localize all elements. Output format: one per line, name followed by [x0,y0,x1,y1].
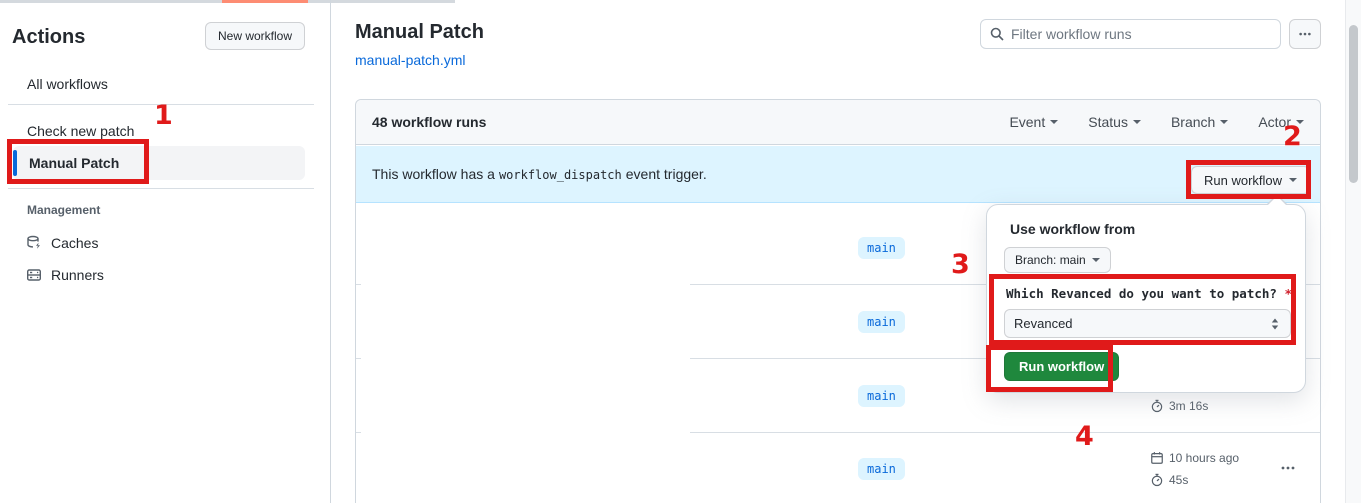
sidebar-item-all-workflows[interactable]: All workflows [27,76,108,92]
banner-text-before: This workflow has a [372,166,495,182]
sidebar-divider [8,188,314,189]
workflow-run-row: main [356,203,1320,284]
more-options-button[interactable] [1289,19,1321,49]
filter-actor[interactable]: Actor [1258,114,1304,130]
branch-badge[interactable]: main [858,385,905,407]
workflow-input-label: Which Revanced do you want to patch? * [1006,286,1292,301]
sidebar-item-caches[interactable]: Caches [26,235,98,251]
filter-status[interactable]: Status [1088,114,1141,130]
revanced-select-value: Revanced [1014,316,1073,331]
up-down-arrows-icon [1269,317,1281,331]
sidebar-divider [8,104,314,105]
selected-item-accent-bar [13,150,17,176]
branch-badge[interactable]: main [858,458,905,480]
run-workflow-popup: Use workflow from Branch: main Which Rev… [986,194,1306,393]
chevron-down-icon [1132,120,1141,128]
sidebar-item-check-new-patch[interactable]: Check new patch [27,123,135,139]
management-section-label: Management [27,203,101,217]
workflow-input-label-text: Which Revanced do you want to patch? [1006,286,1277,301]
run-workflow-dropdown-button[interactable]: Run workflow [1191,166,1311,194]
branch-badge[interactable]: main [858,311,905,333]
row-kebab-button[interactable] [1280,460,1296,476]
revanced-select[interactable]: Revanced [1004,309,1291,338]
scrollbar-thumb[interactable] [1349,25,1358,183]
run-duration: 3m 16s [1150,399,1208,413]
new-workflow-button[interactable]: New workflow [205,22,306,50]
chevron-down-icon [1091,258,1100,266]
sidebar-title: Actions [12,26,86,48]
branch-select-label: Branch: main [1015,253,1086,267]
filter-event-label: Event [1009,114,1046,130]
run-workflow-dropdown-label: Run workflow [1204,172,1283,188]
filter-runs-searchbox[interactable] [980,19,1281,49]
cache-icon [26,235,42,251]
row-divider-stub [356,284,361,285]
banner-code: workflow_dispatch [498,168,622,182]
sidebar-item-runners-label: Runners [51,267,104,283]
more-options-icon [1298,27,1312,41]
branch-select-button[interactable]: Branch: main [1004,247,1111,273]
row-divider-stub [356,358,361,359]
stopwatch-icon [1150,473,1164,487]
scrollbar-track[interactable] [1345,0,1361,503]
stopwatch-icon [1150,399,1164,413]
sidebar-border [330,0,331,503]
sidebar-item-caches-label: Caches [51,235,99,251]
run-duration: 45s [1150,473,1188,487]
filter-branch-label: Branch [1170,114,1216,130]
workflow-file-link[interactable]: manual-patch.yml [355,52,466,68]
kebab-icon [1280,460,1296,476]
sidebar-item-runners[interactable]: Runners [26,267,104,283]
chevron-down-icon [1289,178,1298,186]
run-time-label: 10 hours ago [1169,451,1240,465]
run-time: 10 hours ago [1150,451,1239,465]
chevron-down-icon [1296,120,1304,128]
filter-event[interactable]: Event [1009,114,1059,130]
page-title: Manual Patch [355,21,484,43]
tab-indicator [222,0,308,3]
filter-status-label: Status [1088,114,1128,130]
branch-badge[interactable]: main [858,237,905,259]
filter-branch[interactable]: Branch [1170,114,1229,130]
row-divider [690,432,1320,433]
workflow-runs-panel [355,99,1321,503]
calendar-icon [1150,451,1164,465]
run-duration-label: 3m 16s [1169,399,1209,413]
required-asterisk: * [1284,286,1292,301]
row-divider-stub [356,432,361,433]
runs-count: 48 workflow runs [372,114,487,130]
workflow-run-row: main 10 hours ago 45s [356,432,1320,503]
search-icon [989,26,1005,42]
chevron-down-icon [1220,120,1229,128]
server-icon [26,267,42,283]
filter-actor-label: Actor [1258,114,1291,130]
banner-text-after: event trigger. [625,166,707,182]
runs-panel-header: 48 workflow runs Event Status Branch Act… [356,100,1320,145]
search-input[interactable] [1011,26,1272,42]
runs-filters: Event Status Branch Actor [1009,114,1304,130]
run-workflow-submit-button[interactable]: Run workflow [1004,352,1120,381]
sidebar-item-manual-patch[interactable] [13,146,305,180]
run-duration-label: 45s [1169,473,1189,487]
popup-title: Use workflow from [1010,221,1136,237]
sidebar-item-manual-patch-label: Manual Patch [29,155,120,171]
chevron-down-icon [1050,120,1059,128]
